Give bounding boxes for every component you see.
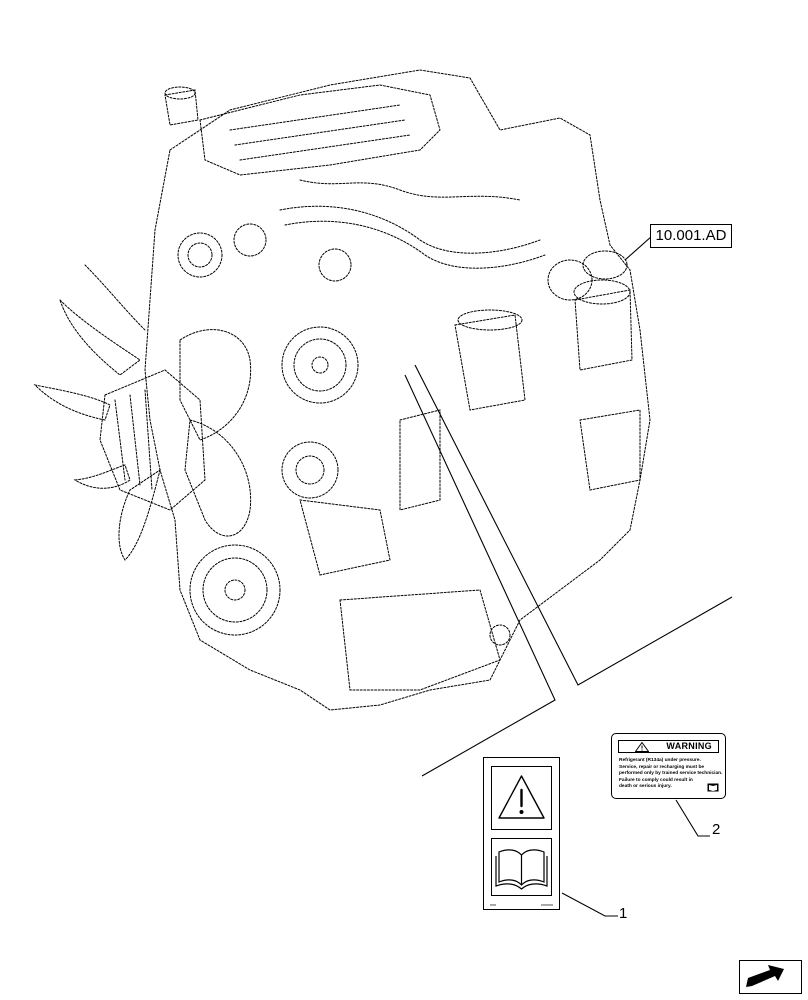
- callout-line-2: [675, 799, 710, 837]
- leader-line-2: [414, 364, 733, 686]
- symbol-decal-code-right: xxxxxx: [541, 902, 553, 907]
- callout-1: 1: [619, 905, 628, 922]
- fan-blade: [59, 299, 141, 376]
- navigation-button[interactable]: [739, 960, 802, 994]
- warning-line: death or serious injury.: [619, 784, 672, 789]
- warning-header-text: WARNING: [666, 741, 712, 751]
- callout-line-1: [561, 892, 618, 917]
- reference-box[interactable]: 10.001.AD: [650, 224, 732, 248]
- callout-2: 2: [712, 821, 721, 838]
- intake-manifold: [199, 84, 441, 176]
- manual-book-icon: [491, 838, 552, 896]
- oil-filler: [164, 89, 199, 126]
- warning-line: Refrigerant (R134a) under pressure.: [619, 758, 701, 763]
- fan-blade: [184, 419, 252, 537]
- arrow-icon: [746, 965, 784, 987]
- leader-line-1: [404, 374, 556, 777]
- ref-leader: [624, 235, 653, 261]
- warning-decal: WARNING Refrigerant (R134a) under pressu…: [611, 733, 726, 799]
- fan-drive-ring: [99, 369, 206, 511]
- crank-pulley: [189, 544, 281, 636]
- fan-blade: [179, 329, 252, 441]
- warning-triangle-icon: [635, 742, 649, 752]
- symbol-decal: xxx xxxxxx: [483, 757, 560, 910]
- fan-blade: [118, 468, 161, 561]
- fan-blade: [73, 464, 131, 489]
- warning-line: performed only by trained service techni…: [619, 771, 723, 776]
- warning-header: WARNING: [618, 740, 719, 753]
- engine-block-outline: [144, 69, 651, 711]
- warning-line: Failure to comply could result in: [619, 778, 693, 783]
- water-pump-pulley: [281, 326, 359, 404]
- symbol-decal-code-left: xxx: [490, 902, 496, 907]
- warning-line: Service, repair or recharging must be: [619, 765, 705, 770]
- warning-triangle-icon: [491, 766, 552, 830]
- manual-book-icon: [707, 783, 719, 792]
- filter-housing-right: [574, 289, 633, 371]
- fan-blade: [33, 384, 111, 421]
- alternator: [177, 232, 223, 278]
- filter-housing-left: [454, 314, 526, 411]
